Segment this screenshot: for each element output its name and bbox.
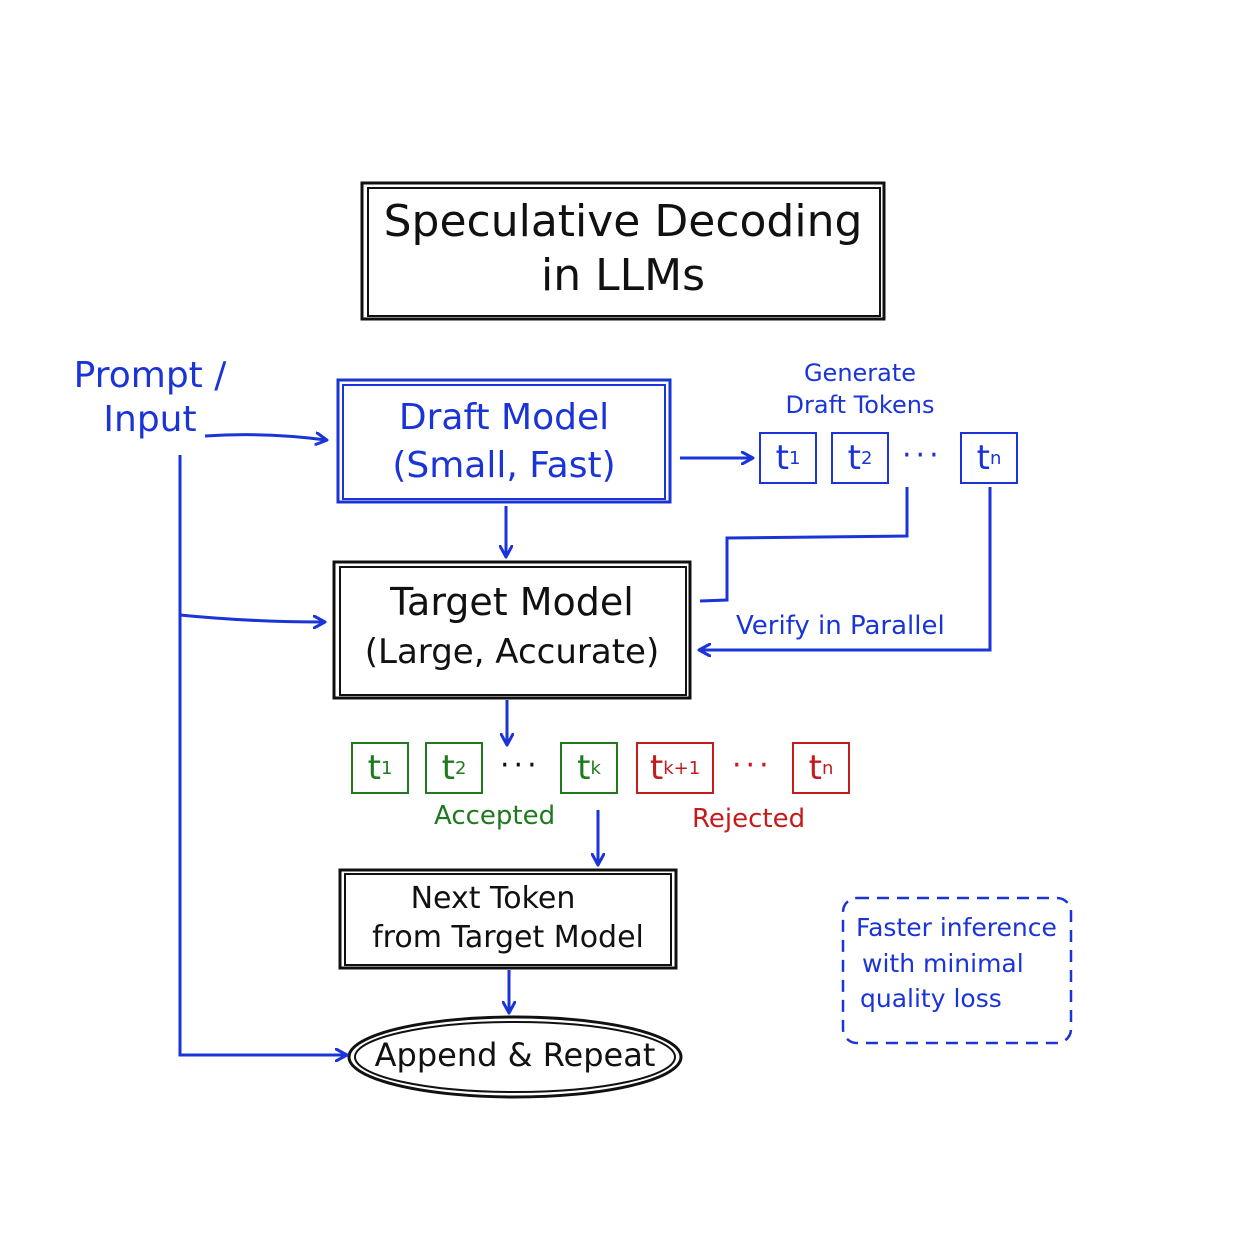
accepted-tokens-ellipsis: ··· [500,748,541,783]
draft-tokens-line-2: Draft Tokens [785,391,935,420]
draft-tokens-ellipsis: ··· [902,438,943,473]
draft-model-label: Draft Model (Small, Fast) [338,398,670,485]
arrow-input-trunk [178,455,346,1055]
arrow-verify-to-target [700,487,992,650]
line-tokens-to-target [699,487,909,603]
draft-model-box [336,378,672,504]
target-model-label: Target Model (Large, Accurate) [334,580,690,672]
diagram-title: Speculative Decoding in LLMs [362,196,884,302]
next-token-box [338,868,678,970]
rejected-tokens-ellipsis: ··· [732,748,773,783]
note-box [841,896,1073,1045]
note-line-1: Faster inference [856,913,1057,942]
next-token-line-2: from Target Model [372,920,644,955]
next-token-line-1: Next Token [410,881,576,916]
draft-tokens-line-1: Generate [803,359,917,387]
rejected-label: Rejected [692,804,806,834]
target-model-box [332,560,692,700]
draft-model-line-2: (Small, Fast) [392,444,616,486]
arrow-input-to-target [179,613,324,622]
draft-tokens-label: Generate Draft Tokens [770,360,950,419]
note-line-3: quality loss [860,984,1002,1013]
input-line-2: Input [103,398,197,440]
target-model-line-2: (Large, Accurate) [364,631,660,672]
verify-label: Verify in Parallel [736,611,945,641]
append-repeat-label: Append & Repeat [374,1036,656,1074]
title-box [360,181,886,321]
append-repeat-ellipse [347,1015,683,1099]
note-text: Faster inference with minimal quality lo… [856,914,1057,1013]
next-token-label: Next Token from Target Model [340,882,676,954]
title-line-2: in LLMs [540,250,705,302]
input-line-1: Prompt / [73,355,227,396]
arrow-input-to-draft [204,435,326,440]
target-model-line-1: Target Model [390,580,634,624]
input-label: Prompt / Input [60,356,240,439]
note-line-2: with minimal [862,948,1024,978]
draft-model-line-1: Draft Model [398,397,610,438]
title-line-1: Speculative Decoding [383,196,863,247]
accepted-label: Accepted [434,801,556,831]
